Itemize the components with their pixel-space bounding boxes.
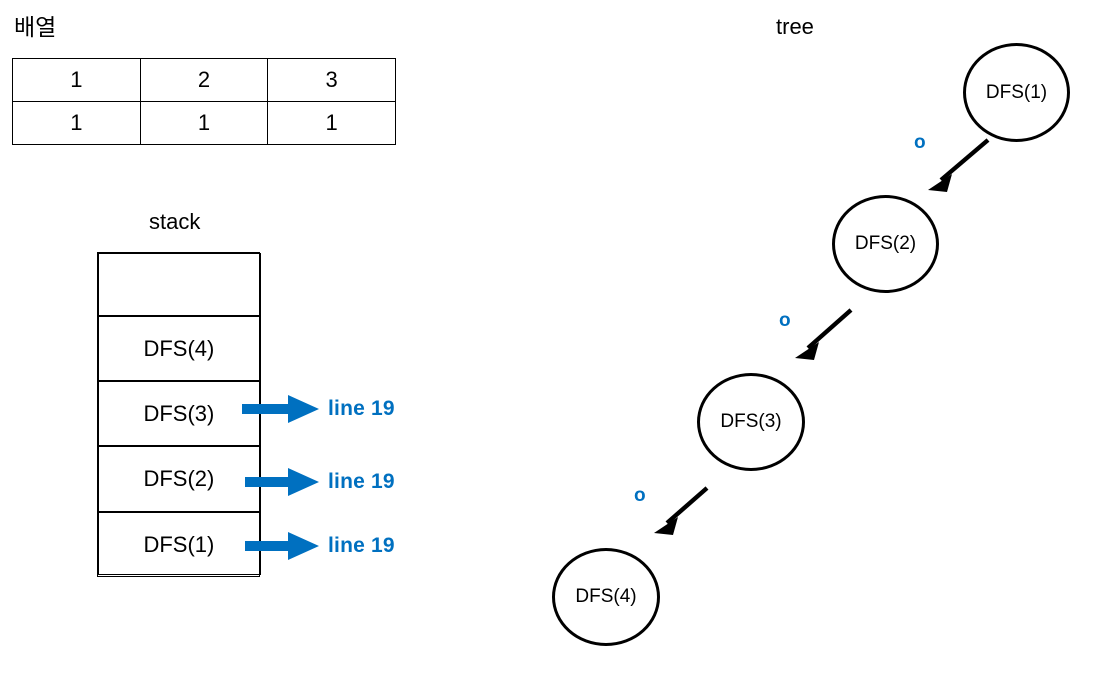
callout-label-dfs1: line 19 bbox=[328, 534, 395, 557]
tree-caption: tree bbox=[776, 14, 814, 39]
array-cell: 1 bbox=[139, 101, 269, 145]
array-cell: 1 bbox=[267, 101, 396, 145]
array-cell: 1 bbox=[12, 101, 141, 145]
right-arrow-icon bbox=[245, 532, 319, 560]
array-cell: 1 bbox=[12, 58, 141, 102]
stack-cell-dfs2: DFS(2) bbox=[97, 446, 261, 513]
callout-label-dfs2: line 19 bbox=[328, 470, 395, 493]
stack-caption: stack bbox=[149, 209, 201, 234]
tree-edge-3-4 bbox=[654, 486, 709, 535]
callout-dfs1: line 19 bbox=[245, 531, 395, 561]
stack-cell-dfs3: DFS(3) bbox=[97, 381, 261, 447]
array-table: 1 2 3 1 1 1 bbox=[12, 58, 396, 145]
right-arrow-icon bbox=[245, 468, 319, 496]
callout-dfs3: line 19 bbox=[242, 394, 395, 424]
callout-label-dfs3: line 19 bbox=[328, 397, 395, 420]
table-row: 1 1 1 bbox=[12, 101, 396, 145]
tree-edge-1-2 bbox=[928, 138, 990, 192]
edge-marker-icon-3: o bbox=[634, 485, 646, 506]
array-cell: 3 bbox=[267, 58, 396, 102]
tree-node-dfs2: DFS(2) bbox=[832, 195, 939, 293]
tree-node-dfs4: DFS(4) bbox=[552, 548, 660, 646]
tree-node-dfs3: DFS(3) bbox=[697, 373, 805, 471]
edge-marker-icon-1: o bbox=[914, 132, 926, 153]
stack-cell-dfs1: DFS(1) bbox=[97, 512, 261, 578]
edge-marker-icon-2: o bbox=[779, 310, 791, 331]
callout-dfs2: line 19 bbox=[245, 467, 395, 497]
stack-container: DFS(4) DFS(3) DFS(2) DFS(1) bbox=[97, 252, 261, 578]
array-cell: 2 bbox=[139, 58, 269, 102]
table-row: 1 2 3 bbox=[12, 58, 396, 102]
right-arrow-icon bbox=[242, 395, 319, 423]
tree-edge-2-3 bbox=[795, 308, 853, 360]
stack-cell-dfs4: DFS(4) bbox=[97, 316, 261, 382]
stack-cell-empty bbox=[97, 252, 261, 317]
array-caption: 배열 bbox=[14, 14, 57, 40]
tree-node-dfs1: DFS(1) bbox=[963, 43, 1070, 142]
